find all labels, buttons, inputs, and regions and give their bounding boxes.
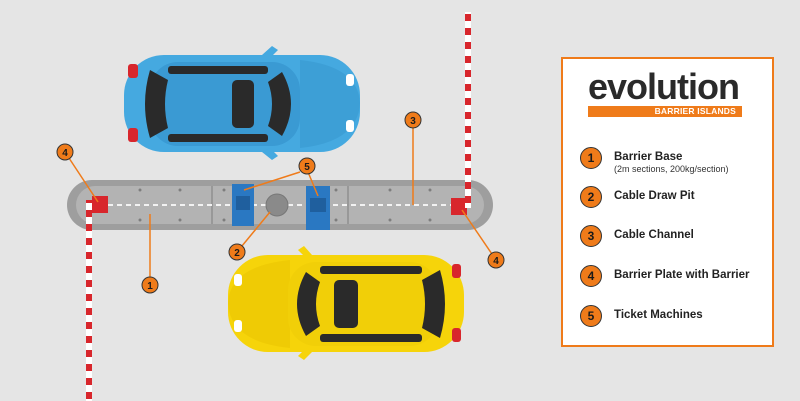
svg-text:4: 4: [62, 148, 68, 159]
leader-lines: [64, 120, 497, 285]
legend-label: Ticket Machines: [614, 309, 703, 321]
legend-label: Barrier Base: [614, 151, 683, 163]
callout-plate-left: 4: [56, 143, 74, 161]
svg-text:3: 3: [410, 116, 416, 127]
callout-channel: 3: [404, 111, 422, 129]
legend-badge: 4: [580, 265, 602, 287]
brand-logo: evolution: [588, 66, 740, 107]
legend-panel: evolution BARRIER ISLANDS 1 Barrier Base…: [561, 57, 774, 347]
barrier-plate-left: [92, 196, 108, 213]
legend-label: Barrier Plate with Barrier: [614, 269, 750, 281]
callout-plate-right: 4: [487, 251, 505, 269]
cable-draw-pit: [265, 193, 289, 217]
svg-text:1: 1: [147, 281, 153, 292]
legend-badge: 5: [580, 305, 602, 327]
legend-item-2: 2 Cable Draw Pit: [580, 186, 695, 208]
legend-badge: 1: [580, 147, 602, 169]
blue-car: [124, 46, 360, 160]
legend-item-3: 3 Cable Channel: [580, 225, 694, 247]
legend-label: Cable Draw Pit: [614, 190, 695, 202]
svg-text:2: 2: [234, 248, 240, 259]
brand-subtitle: BARRIER ISLANDS: [654, 106, 736, 116]
yellow-car: [228, 246, 464, 360]
brand-bar: BARRIER ISLANDS: [588, 106, 742, 117]
ticket-machine-right: [306, 186, 330, 230]
barrier-island: [67, 180, 493, 230]
legend-item-4: 4 Barrier Plate with Barrier: [580, 265, 750, 287]
barrier-pole-left: [86, 200, 92, 401]
legend-badge: 3: [580, 225, 602, 247]
legend-badge: 2: [580, 186, 602, 208]
callout-machines: 5: [298, 157, 316, 175]
barrier-pole-right: [465, 12, 471, 208]
svg-text:4: 4: [493, 256, 499, 267]
barrier-plate-right: [451, 198, 467, 215]
legend-note: (2m sections, 200kg/section): [614, 164, 729, 174]
legend-item-5: 5 Ticket Machines: [580, 305, 703, 327]
legend-label: Cable Channel: [614, 229, 694, 241]
legend-item-1: 1 Barrier Base (2m sections, 200kg/secti…: [580, 147, 729, 175]
callout-base: 1: [141, 276, 159, 294]
svg-text:5: 5: [304, 162, 310, 173]
callout-pit: 2: [228, 243, 246, 261]
ticket-machine-left: [232, 184, 254, 226]
